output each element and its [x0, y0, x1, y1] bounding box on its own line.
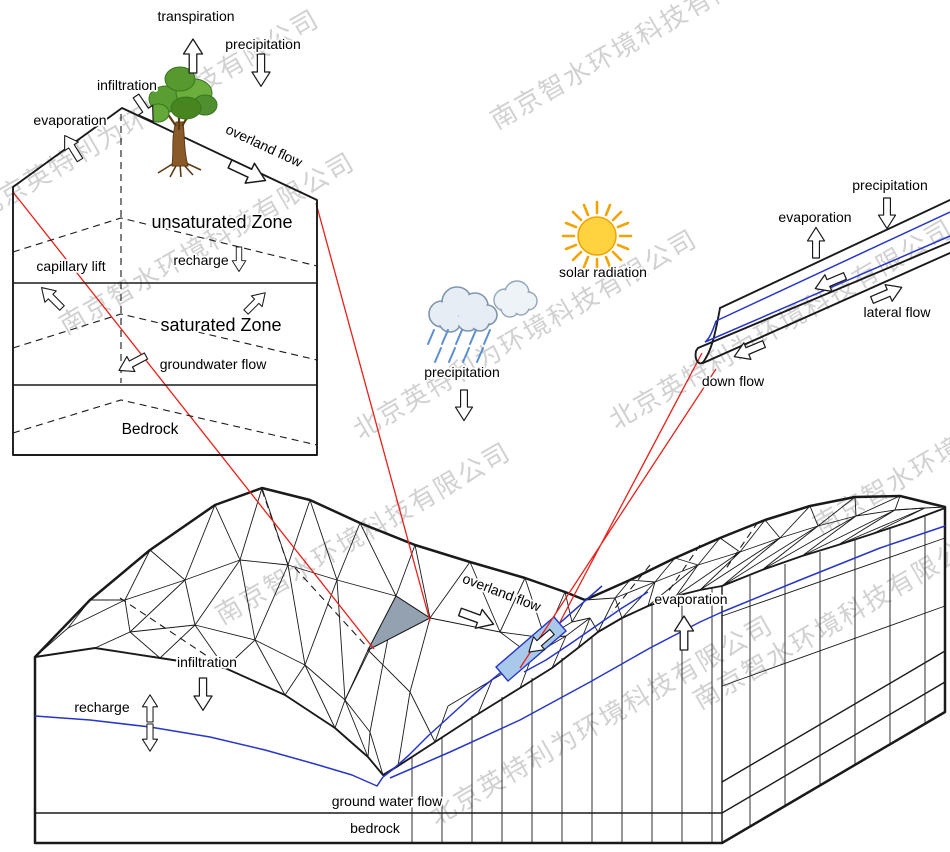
precipitation-label: precipitation — [424, 364, 500, 380]
precipitation-arrow-icon — [877, 197, 897, 230]
infiltration-label: infiltration — [177, 654, 237, 670]
overland-flow-arrow-icon — [455, 601, 498, 635]
zoom-link-lines — [12, 191, 717, 669]
tin-mesh-strip — [124, 559, 397, 733]
groundwater-flow-arrow-icon — [114, 347, 151, 379]
infiltration-label: infiltration — [97, 77, 157, 93]
watermark-text: 北京英特利为环境科技有限公司 — [425, 610, 779, 832]
evaporation-label: evaporation — [654, 591, 727, 607]
watermark-text: 南京智水环境科技有限公司 — [55, 147, 361, 341]
tree-roots — [157, 162, 202, 178]
overland-flow-arrow-icon — [224, 153, 271, 192]
infiltration-arrow-icon — [193, 677, 213, 711]
unsaturated-zone-label: unsaturated Zone — [151, 212, 292, 232]
atmosphere — [427, 200, 633, 363]
evaporation-label: evaporation — [33, 112, 106, 128]
groundwater-flow-label: groundwater flow — [160, 356, 268, 372]
capillary-lift-arrow-icon — [35, 281, 69, 315]
watermark-text: 南京智水环境科技有限公司 — [486, 0, 792, 136]
evaporation-label: evaporation — [778, 209, 851, 225]
sun-icon — [561, 200, 633, 272]
precipitation-label: precipitation — [852, 177, 928, 193]
right-face-grid — [721, 515, 946, 827]
bedrock-label: Bedrock — [122, 421, 179, 438]
precipitation-label: precipitation — [225, 36, 301, 52]
watermark-text: 南京智水环境科技有限公司 — [809, 347, 950, 541]
tree-trunk — [171, 121, 189, 167]
river-main — [382, 585, 603, 778]
water-table-line — [34, 715, 384, 787]
sample-triangle — [366, 595, 431, 652]
water-table-line — [389, 525, 946, 779]
recharge-label: recharge — [74, 699, 129, 715]
solar-radiation-label: solar radiation — [559, 264, 647, 280]
river-tributary — [523, 591, 649, 673]
terrain-outline — [33, 486, 947, 845]
saturated-zone-label: saturated Zone — [160, 315, 281, 335]
rain-streaks-icon — [427, 329, 491, 363]
basin-divide-dashed-lines — [119, 489, 759, 669]
column-outline — [12, 107, 318, 456]
column-dashed-lines — [12, 114, 318, 446]
recharge-label: recharge — [173, 252, 228, 268]
channel-end-cap — [694, 307, 721, 365]
terrain-front-profile — [34, 507, 946, 776]
overland-flow-label: overland flow — [460, 570, 544, 615]
transpiration-label: transpiration — [157, 8, 234, 24]
evaporation-arrow-icon — [806, 226, 826, 259]
capillary-lift-arrow-icon — [240, 286, 272, 318]
tree-icon — [146, 66, 218, 178]
rain-cloud-icon — [427, 280, 538, 363]
bedrock-line — [34, 650, 946, 814]
hillslope-column-diagram — [12, 66, 318, 456]
recharge-up-arrow-icon — [141, 694, 159, 723]
tin-mesh-strip — [597, 507, 946, 633]
precipitation-arrow-icon — [454, 389, 474, 422]
zone-boundaries — [12, 282, 318, 386]
tree-foliage — [146, 66, 218, 123]
tin-mesh-strip — [584, 495, 946, 601]
lateral-flow-label: lateral flow — [864, 304, 932, 320]
capillary-lift-label: capillary lift — [36, 258, 105, 274]
ground-water-flow-label: ground water flow — [332, 793, 443, 809]
front-face-grid — [411, 587, 713, 843]
tin-mesh-strip — [94, 624, 384, 776]
recharge-arrow-icon — [231, 246, 247, 272]
down-flow-label: down flow — [702, 373, 765, 389]
watermark-text: 南京智水环境科技有限公司 — [211, 437, 517, 631]
bedrock-label: bedrock — [350, 820, 401, 836]
tin-mesh-row — [129, 624, 371, 733]
